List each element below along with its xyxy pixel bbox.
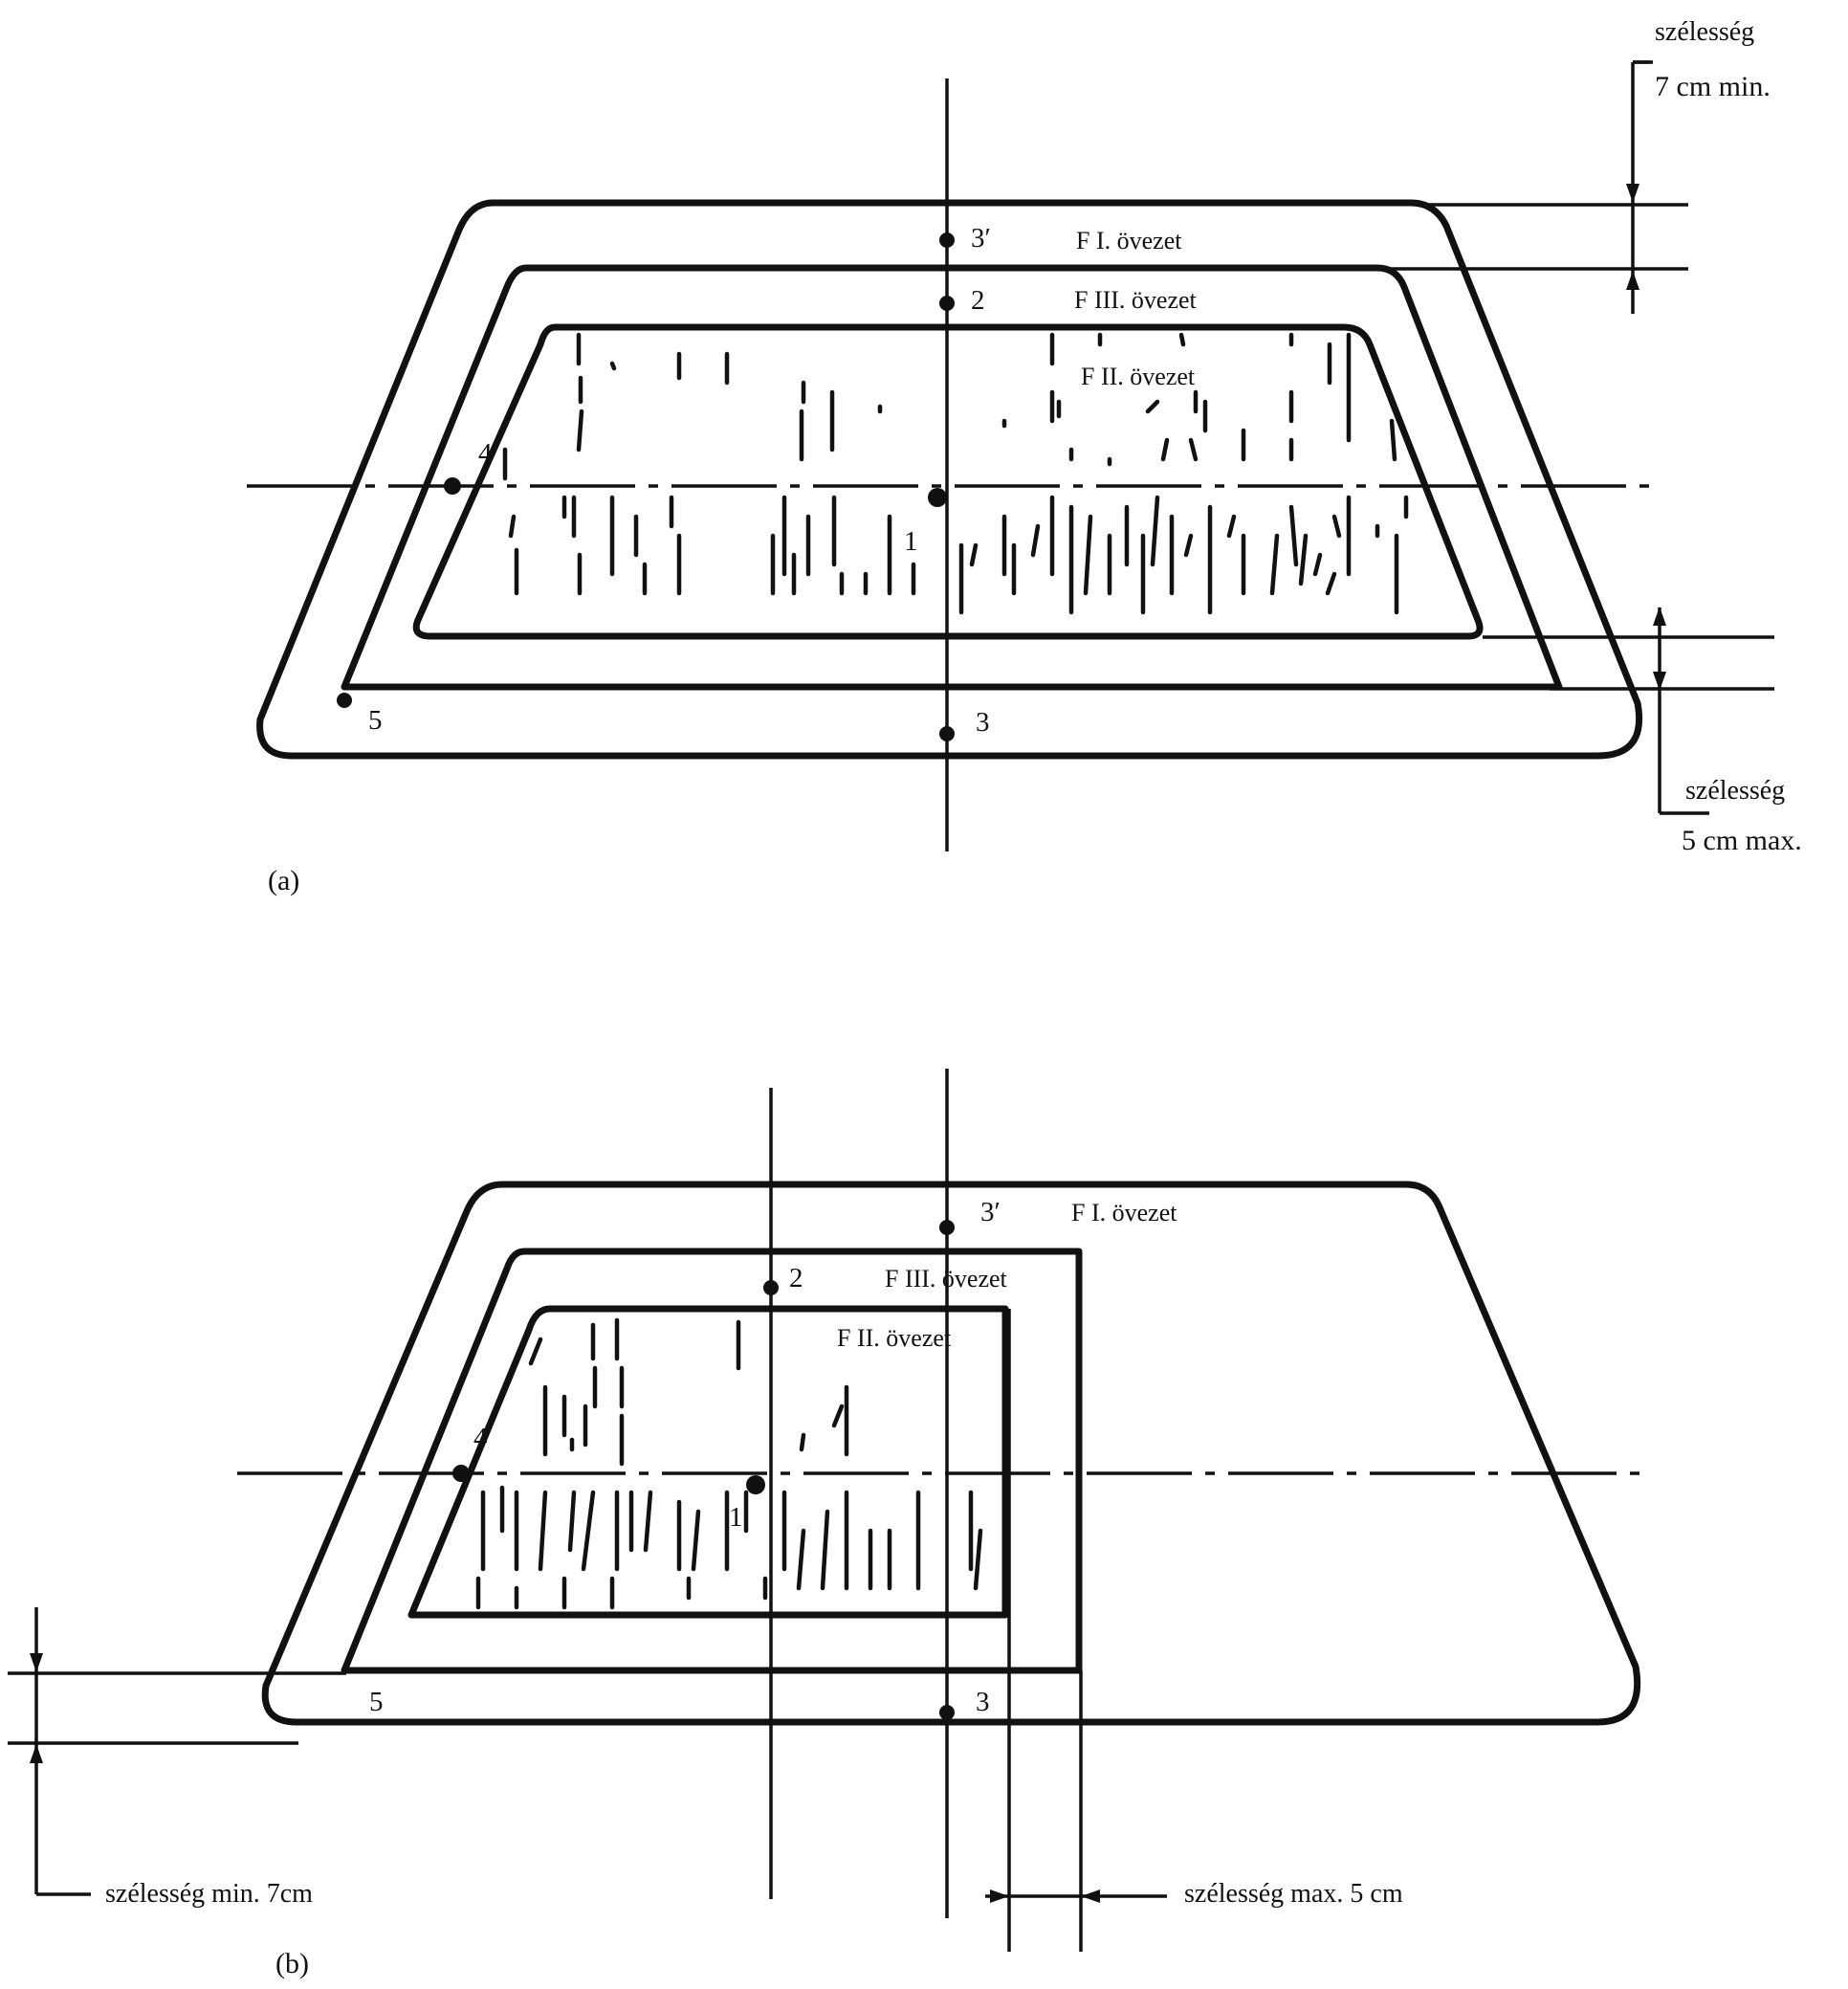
a-point-3prime-dot bbox=[939, 232, 955, 248]
a-zone2-outline bbox=[412, 323, 1484, 640]
b-point-2-dot bbox=[763, 1280, 779, 1295]
b-left-arrow-down bbox=[30, 1653, 43, 1672]
a-point-3prime-label: 3′ bbox=[971, 223, 991, 254]
a-point-1-label: 1 bbox=[904, 526, 918, 557]
a-zone1-label: F I. övezet bbox=[1076, 227, 1182, 254]
b-point-1-dot bbox=[746, 1475, 765, 1494]
a-bot-arrow-up bbox=[1653, 607, 1666, 626]
a-top-dim-value: 7 cm min. bbox=[1655, 71, 1771, 102]
b-left-dim-label: szélesség min. 7cm bbox=[105, 1879, 313, 1909]
b-right-arrow-right bbox=[1081, 1890, 1100, 1903]
a-point-2-dot bbox=[939, 296, 955, 311]
figure-a: F I. övezet F III. övezet F II. övezet 3… bbox=[247, 17, 1802, 896]
a-top-arrow-down bbox=[1626, 184, 1639, 203]
b-right-arrow-left bbox=[990, 1890, 1009, 1903]
b-right-dim-label: szélesség max. 5 cm bbox=[1184, 1879, 1403, 1909]
a-bottom-dim-label: szélesség bbox=[1685, 776, 1785, 806]
a-point-1-dot bbox=[928, 488, 947, 507]
a-outer-outline bbox=[256, 199, 1643, 760]
figure-b: F I. övezet F III. övezet F II. övezet 3… bbox=[8, 1069, 1653, 1979]
b-point-3prime-dot bbox=[939, 1220, 955, 1235]
b-point-3-dot bbox=[939, 1705, 955, 1720]
a-point-4-label: 4 bbox=[478, 438, 493, 469]
b-zone3-outline bbox=[341, 1248, 1083, 1674]
a-top-dim-label: szélesség bbox=[1655, 17, 1754, 47]
b-caption: (b) bbox=[275, 1948, 309, 1979]
a-caption: (a) bbox=[268, 865, 299, 896]
b-point-5-label: 5 bbox=[369, 1687, 384, 1717]
b-hatch-pattern bbox=[475, 1317, 983, 1610]
b-zone3-label: F III. övezet bbox=[885, 1265, 1008, 1293]
a-point-5-label: 5 bbox=[368, 705, 383, 736]
b-point-2-label: 2 bbox=[789, 1263, 803, 1293]
a-top-arrow-up bbox=[1626, 271, 1639, 290]
b-zone2-outline bbox=[407, 1305, 1009, 1619]
a-zone2-label: F II. övezet bbox=[1081, 363, 1196, 390]
b-point-3-label: 3 bbox=[976, 1687, 990, 1717]
b-point-4-label: 4 bbox=[473, 1423, 488, 1453]
b-point-1-label: 1 bbox=[729, 1502, 743, 1533]
b-outer-outline bbox=[261, 1181, 1641, 1726]
a-bot-arrow-down bbox=[1653, 672, 1666, 691]
b-zone2-label: F II. övezet bbox=[837, 1324, 952, 1352]
a-point-3-label: 3 bbox=[976, 707, 990, 738]
b-zone1-label: F I. övezet bbox=[1071, 1199, 1177, 1227]
b-point-4-dot bbox=[452, 1465, 470, 1482]
a-zone3-outline bbox=[341, 264, 1563, 691]
b-point-3prime-label: 3′ bbox=[980, 1197, 1001, 1227]
a-point-4-dot bbox=[444, 477, 461, 495]
b-left-arrow-up bbox=[30, 1744, 43, 1763]
a-point-5-dot bbox=[337, 693, 352, 708]
a-hatch-pattern bbox=[502, 332, 1409, 615]
a-point-3-dot bbox=[939, 726, 955, 741]
a-point-2-label: 2 bbox=[971, 285, 985, 316]
a-bottom-dim-value: 5 cm max. bbox=[1682, 825, 1802, 856]
a-zone3-label: F III. övezet bbox=[1074, 286, 1198, 314]
